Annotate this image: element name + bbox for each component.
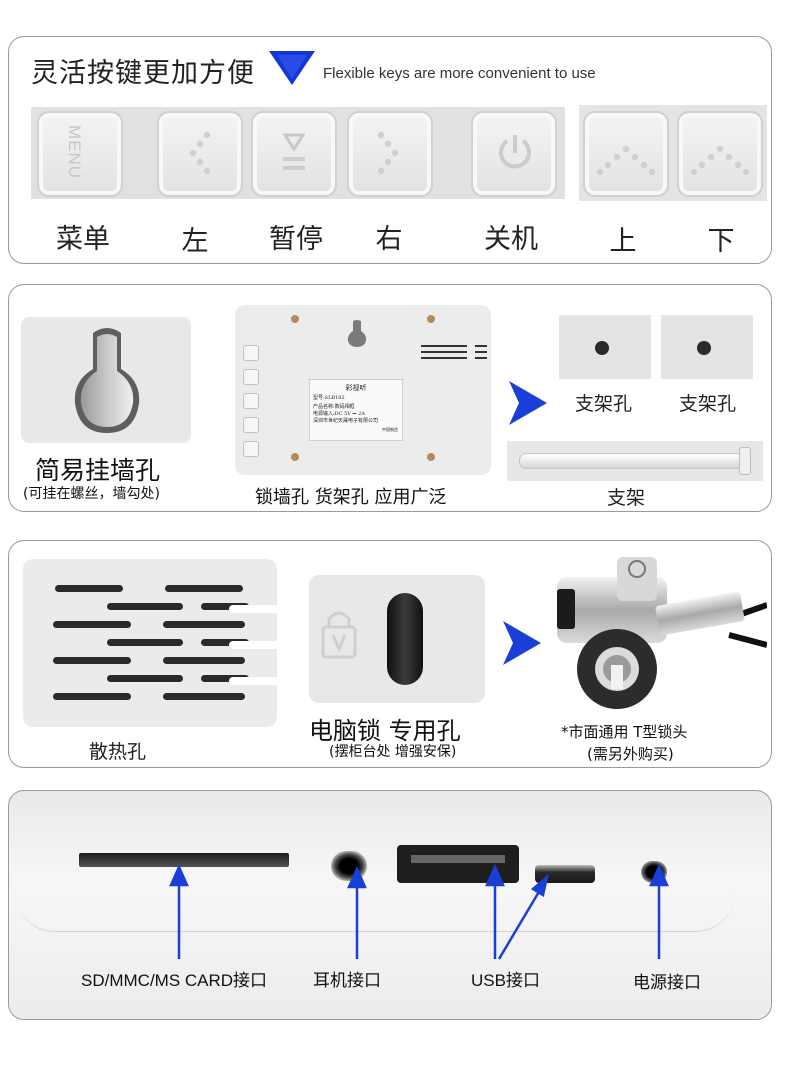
side-button	[243, 345, 259, 361]
up-key[interactable]	[583, 111, 669, 197]
side-button	[243, 369, 259, 385]
stand-hole-photo	[559, 315, 651, 379]
chevron-right-icon	[377, 131, 399, 175]
key-label-right: 右	[375, 224, 403, 255]
key-label-down: 下	[707, 226, 735, 257]
port-label-card: SD/MMC/MS CARD接口	[81, 971, 268, 990]
stand-hole-label-2: 支架孔	[679, 393, 737, 415]
keyhole-photo	[21, 317, 191, 443]
tlock-line1: *市面通用 T型锁头	[561, 723, 688, 741]
chevron-up-icon	[690, 145, 750, 176]
keyhole-icon	[74, 328, 140, 433]
hang-hole-title: 简易挂墙孔	[35, 456, 161, 485]
stand-hole	[697, 341, 711, 355]
lock-note: (摆柜台处 增强安保)	[329, 744, 457, 760]
blue-arrow-right-icon	[503, 621, 541, 665]
port-label-usb: USB接口	[471, 971, 540, 990]
key-label-pause: 暂停	[269, 224, 323, 255]
lock-slot	[387, 593, 423, 685]
keyhole-small-icon	[347, 320, 367, 347]
menu-key-face: MENU	[65, 125, 84, 180]
mounting-panel: 简易挂墙孔 (可挂在螺丝，墙勾处) 彩视听 型号:SLB10	[8, 284, 772, 512]
key-label-up: 上	[609, 226, 637, 257]
chevron-up-icon	[596, 145, 656, 176]
vent-lock-panel: 散热孔 电脑锁 专用孔 (摆柜台处 增强安保) *市面通用 T型锁头 (需另外购…	[8, 540, 772, 768]
sticker-line: 电源输入:DC 5V ⎓ 2A	[313, 411, 365, 417]
port-label-power: 电源接口	[633, 973, 701, 992]
vent-photo	[23, 559, 277, 727]
screw-dot	[427, 315, 435, 323]
down-key[interactable]	[677, 111, 763, 197]
blue-arrow-right-icon	[509, 381, 547, 425]
power-key[interactable]	[471, 111, 557, 197]
tlock-line2: (需另外购买)	[587, 745, 674, 763]
lock-icon	[321, 611, 357, 659]
usb-a-port	[397, 845, 519, 883]
back-caption: 锁墙孔 货架孔 应用广泛	[255, 487, 447, 508]
sticker-line: 型号:SLB102	[313, 395, 345, 401]
stand-photo	[507, 441, 763, 481]
vent-slots	[421, 343, 467, 363]
stand-hole-photo	[661, 315, 753, 379]
left-key[interactable]	[157, 111, 243, 197]
stand-hole	[595, 341, 609, 355]
screw-dot	[291, 453, 299, 461]
device-back-photo: 彩视听 型号:SLB102 产品名称:数码相框 电源输入:DC 5V ⎓ 2A …	[235, 305, 491, 475]
sticker-footer: 中国制造	[382, 427, 398, 432]
panel-title-cn: 灵活按键更加方便	[31, 58, 255, 89]
key-label-left: 左	[181, 226, 209, 257]
blue-arrow-down-icon	[269, 51, 315, 85]
sticker-title: 彩视听	[345, 384, 367, 392]
stand-rod	[519, 453, 745, 469]
keys-panel: 灵活按键更加方便 Flexible keys are more convenie…	[8, 36, 772, 264]
stand-hole-label-1: 支架孔	[575, 393, 633, 415]
screw-dot	[427, 453, 435, 461]
micro-usb-port	[535, 865, 595, 883]
ports-panel: SD/MMC/MS CARD接口 耳机接口 USB接口 电源接口	[8, 790, 772, 1020]
product-sticker: 彩视听 型号:SLB102 产品名称:数码相框 电源输入:DC 5V ⎓ 2A …	[309, 379, 403, 441]
play-pause-icon	[282, 133, 306, 170]
stand-label: 支架	[607, 487, 646, 509]
vent-label: 散热孔	[89, 741, 147, 763]
port-label-headphone: 耳机接口	[313, 971, 381, 990]
sticker-line: 深圳市世纪天晟电子有限公司	[313, 418, 379, 424]
menu-key[interactable]: MENU	[37, 111, 123, 197]
card-slot	[79, 853, 289, 867]
chevron-left-icon	[189, 131, 211, 175]
t-lock-photo	[557, 557, 767, 709]
lock-slot-photo	[309, 575, 485, 703]
key-label-power: 关机	[484, 224, 538, 255]
panel-title-en: Flexible keys are more convenient to use	[323, 65, 596, 82]
pointer-arrows	[169, 863, 669, 960]
screw-dot	[291, 315, 299, 323]
side-button	[243, 393, 259, 409]
pause-key[interactable]	[251, 111, 337, 197]
side-button	[243, 441, 259, 457]
key-label-menu: 菜单	[56, 224, 110, 255]
right-key[interactable]	[347, 111, 433, 197]
sticker-line: 产品名称:数码相框	[313, 404, 355, 410]
lock-title: 电脑锁 专用孔	[309, 717, 461, 745]
side-button	[243, 417, 259, 433]
power-icon	[499, 135, 531, 169]
hang-hole-note: (可挂在螺丝，墙勾处)	[23, 486, 160, 502]
